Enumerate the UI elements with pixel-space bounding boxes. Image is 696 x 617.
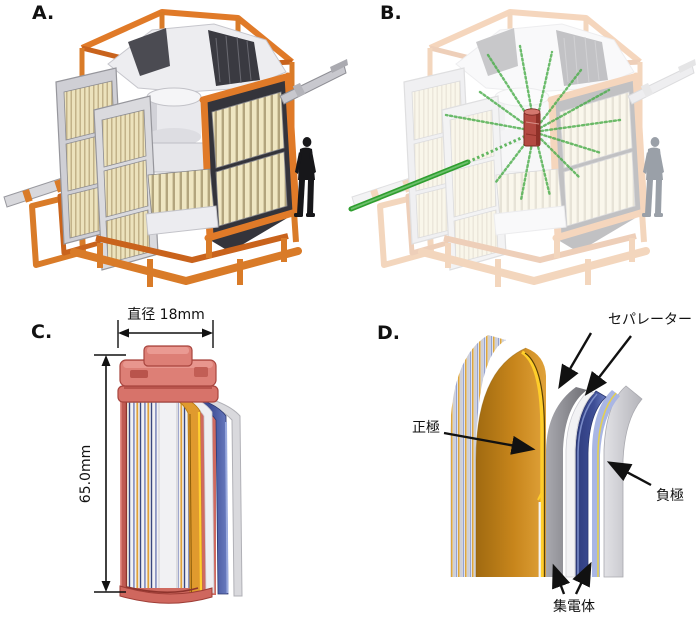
battery-cap: [117, 345, 219, 403]
outer-separator-layer: [603, 385, 643, 578]
panel-b-label: B.: [380, 2, 402, 24]
diameter-dimension-label: 直径 18mm: [127, 306, 205, 323]
jellyroll-layers: [126, 393, 198, 588]
collector-thin-stripe: [597, 392, 617, 577]
panel-c-label: C.: [31, 321, 53, 343]
collector-arrow-1: [552, 563, 571, 595]
battery-can: [119, 392, 213, 604]
current-collector-foil: [520, 350, 544, 577]
separator-layer: [546, 387, 587, 577]
height-dimension-label: 65.0mm: [78, 445, 94, 503]
negative-electrode-label: 負極: [656, 488, 684, 504]
positive-electrode-label: 正極: [412, 420, 440, 436]
panel-a-illustration: [0, 0, 348, 300]
negative-electrode-arrow: [606, 461, 652, 487]
collector-arrow-2: [572, 561, 592, 595]
panel-d-illustration: セパレーター 正極 負極 集電体: [412, 312, 692, 615]
separator-arrow-2: [584, 335, 632, 396]
peeled-sheets: [175, 391, 243, 597]
battery-cutaway: [117, 345, 243, 604]
positive-electrode-arrow: [443, 431, 536, 455]
inner-roll-thin-layers: [450, 335, 506, 577]
annotation-arrows: [443, 332, 652, 595]
separator-label: セパレーター: [608, 312, 692, 328]
panel-c-illustration: 直径 18mm 65.0mm: [78, 306, 243, 604]
separator-arrow-1: [558, 332, 593, 390]
battery-sample-red-cylinder: [523, 108, 541, 147]
layer-stack-closeup: [450, 335, 643, 578]
dimension-diameter: [117, 320, 214, 348]
current-collector-label: 集電体: [553, 598, 595, 615]
panel-b-illustration: [348, 0, 696, 300]
panel-d-label: D.: [377, 322, 400, 344]
panel-a-label: A.: [32, 2, 55, 24]
dimension-height: [94, 354, 126, 593]
collector-foil-edge: [197, 411, 203, 594]
positive-electrode-layer: [476, 348, 546, 577]
detector-apparatus-faded: [352, 12, 696, 287]
incident-beam: [348, 132, 531, 212]
detector-apparatus: [4, 12, 348, 287]
